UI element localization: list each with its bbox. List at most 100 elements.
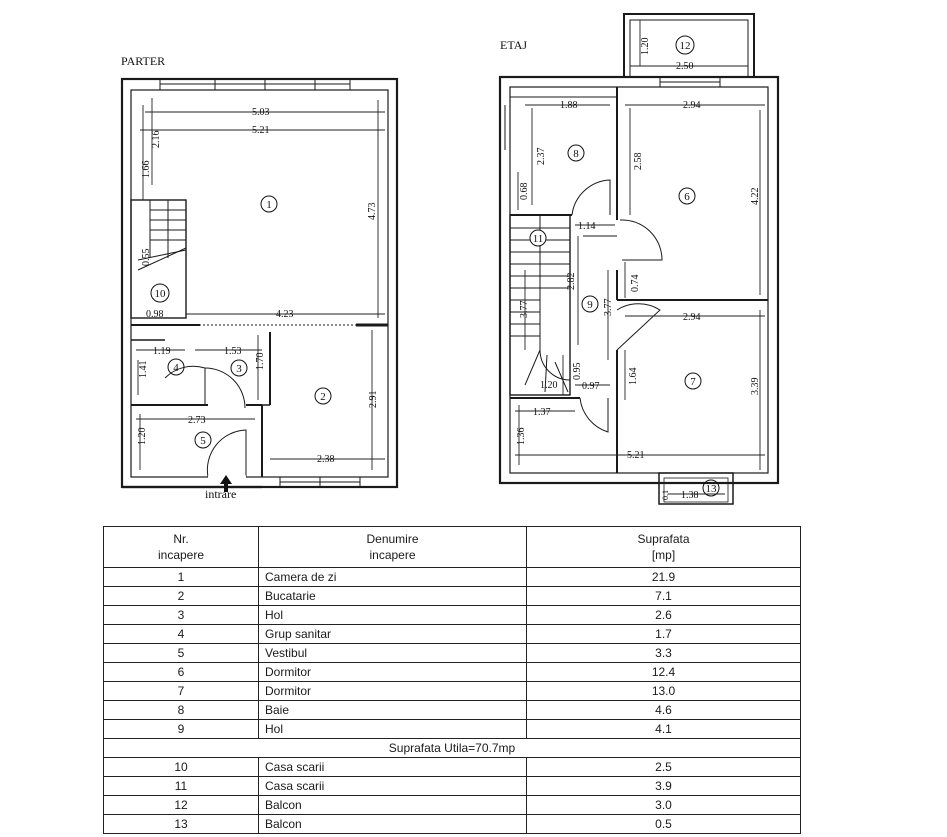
usable-area-summary: Suprafata Utila=70.7mp <box>103 738 801 758</box>
svg-text:1.38: 1.38 <box>681 490 699 501</box>
room-name-cell: Balcon <box>258 795 527 815</box>
room-number-9: 9 <box>587 299 593 311</box>
door-bath <box>571 179 611 216</box>
ground-dimension-lines <box>136 98 385 470</box>
room-area-cell: 0.5 <box>526 814 801 834</box>
ground-room-markers: 1 2 3 4 5 10 <box>150 195 332 449</box>
ground-windows <box>159 78 361 488</box>
room-number-11: 11 <box>533 233 544 245</box>
room-nr-cell: 7 <box>103 681 259 701</box>
room-name-cell: Dormitor <box>258 681 527 701</box>
entrance-arrow-icon <box>220 475 232 492</box>
ground-floor-plan: PARTER <box>120 54 399 501</box>
room-name-cell: Dormitor <box>258 662 527 682</box>
svg-text:1.19: 1.19 <box>153 346 171 357</box>
ground-dimension-labels: 5.03 5.21 2.16 1.66 4.73 0.55 0.98 4.23 … <box>137 107 379 465</box>
door-wc <box>164 365 206 405</box>
svg-text:2.38: 2.38 <box>317 454 335 465</box>
room-nr-cell: 12 <box>103 795 259 815</box>
room-area-cell: 3.3 <box>526 643 801 663</box>
svg-text:0.95: 0.95 <box>572 363 583 381</box>
room-area-cell: 1.7 <box>526 624 801 644</box>
svg-text:1.37: 1.37 <box>533 407 551 418</box>
room-area-cell: 4.6 <box>526 700 801 720</box>
ground-stair <box>130 199 187 319</box>
room-number-3: 3 <box>236 363 242 375</box>
upper-floor-title: ETAJ <box>500 38 527 52</box>
room-name-cell: Casa scarii <box>258 757 527 777</box>
svg-text:1.20: 1.20 <box>540 380 558 391</box>
room-number-4: 4 <box>173 362 179 374</box>
svg-text:1.14: 1.14 <box>578 221 596 232</box>
room-nr-cell: 3 <box>103 605 259 625</box>
svg-text:0.97: 0.97 <box>582 381 600 392</box>
room-nr-cell: 13 <box>103 814 259 834</box>
room-name-cell: Hol <box>258 719 527 739</box>
room-nr-cell: 10 <box>103 757 259 777</box>
room-name-cell: Grup sanitar <box>258 624 527 644</box>
upper-room-markers: 8 6 9 7 11 12 13 <box>529 35 720 497</box>
svg-text:5.03: 5.03 <box>252 107 270 118</box>
room-area-cell: 21.9 <box>526 567 801 587</box>
door-stair <box>579 397 609 433</box>
room-nr-cell: 5 <box>103 643 259 663</box>
svg-text:5.21: 5.21 <box>252 125 270 136</box>
svg-text:1.64: 1.64 <box>628 368 639 386</box>
room-number-5: 5 <box>200 435 206 447</box>
svg-text:1.53: 1.53 <box>224 346 242 357</box>
svg-text:2.16: 2.16 <box>151 131 162 149</box>
room-name-cell: Baie <box>258 700 527 720</box>
room-nr-cell: 1 <box>103 567 259 587</box>
svg-text:1.41: 1.41 <box>138 361 149 379</box>
room-number-13: 13 <box>706 483 718 495</box>
room-area-cell: 4.1 <box>526 719 801 739</box>
room-name-cell: Camera de zi <box>258 567 527 587</box>
door-entrance <box>206 429 247 478</box>
svg-text:2.94: 2.94 <box>683 312 701 323</box>
usable-area-row: Suprafata Utila=70.7mp <box>103 738 801 758</box>
room-number-1: 1 <box>266 199 272 211</box>
svg-text:1.36: 1.36 <box>516 428 527 446</box>
svg-text:2.94: 2.94 <box>683 100 701 111</box>
room-name-cell: Casa scarii <box>258 776 527 796</box>
svg-text:3.77: 3.77 <box>603 299 614 317</box>
svg-text:0.55: 0.55 <box>141 249 152 267</box>
room-area-cell: 3.9 <box>526 776 801 796</box>
room-number-2: 2 <box>320 391 326 403</box>
svg-text:2.91: 2.91 <box>368 391 379 409</box>
room-number-8: 8 <box>573 148 579 160</box>
room-area-cell: 13.0 <box>526 681 801 701</box>
room-number-6: 6 <box>684 191 690 203</box>
room-name-cell: Balcon <box>258 814 527 834</box>
svg-text:4.73: 4.73 <box>367 203 378 221</box>
upper-dimension-labels: 1.20 2.50 1.88 2.94 2.37 2.58 4.22 0.68 … <box>516 38 761 502</box>
svg-text:0.1: 0.1 <box>661 490 670 500</box>
svg-text:2.37: 2.37 <box>536 148 547 166</box>
room-area-cell: 2.5 <box>526 757 801 777</box>
ground-outer-wall <box>120 77 399 489</box>
svg-text:2.82: 2.82 <box>566 273 577 291</box>
room-nr-cell: 9 <box>103 719 259 739</box>
svg-text:2.73: 2.73 <box>188 415 206 426</box>
upper-windows <box>499 76 740 484</box>
room-area-cell: 7.1 <box>526 586 801 606</box>
room-area-cell: 2.6 <box>526 605 801 625</box>
room-name-cell: Hol <box>258 605 527 625</box>
room-nr-cell: 4 <box>103 624 259 644</box>
svg-text:2.50: 2.50 <box>676 61 694 72</box>
room-nr-cell: 2 <box>103 586 259 606</box>
svg-text:2.58: 2.58 <box>633 153 644 171</box>
entrance-label: intrare <box>205 487 236 501</box>
